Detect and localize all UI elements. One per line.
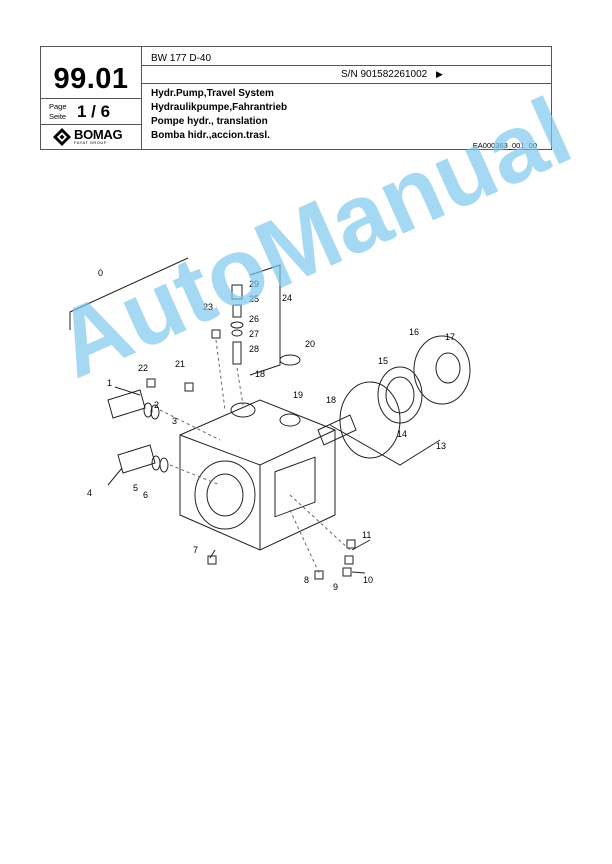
- pump-housing: [179, 399, 336, 551]
- callout-1: 1: [107, 378, 112, 388]
- machine-model: BW 177 D-40: [151, 53, 212, 64]
- header-rule: [141, 83, 551, 84]
- title-en: Hydr.Pump,Travel System: [151, 88, 274, 99]
- callout-20: 20: [305, 339, 315, 349]
- bomag-diamond-icon: [53, 128, 71, 146]
- document-reference: EA000363_001_00: [472, 141, 537, 150]
- title-es: Bomba hidr.,accion.trasl.: [151, 130, 270, 141]
- callout-9: 9: [333, 582, 338, 592]
- brand-name: BOMAG: [74, 127, 123, 142]
- o-ring-14: [339, 381, 401, 459]
- callout-17: 17: [445, 332, 455, 342]
- page-number: 1 / 6: [77, 102, 111, 121]
- plug-25: [232, 304, 242, 318]
- exploded-parts-diagram: 0 1 2 3 4 5 6 7 8 9 10 11 13 14 15 16 17…: [69, 257, 471, 592]
- plug-29: [231, 284, 243, 300]
- callout-25: 25: [249, 294, 259, 304]
- callout-11: 11: [362, 530, 371, 540]
- serial-number: S/N 901582261002 ▶: [341, 69, 443, 80]
- page-label-en: Page: [49, 102, 67, 111]
- leader-0: [69, 257, 189, 330]
- callout-10: 10: [363, 575, 373, 585]
- callout-23: 23: [203, 302, 213, 312]
- callout-22: 22: [138, 363, 148, 373]
- callout-16: 16: [409, 327, 419, 337]
- seal-15: [377, 366, 423, 424]
- callout-21: 21: [175, 359, 185, 369]
- callout-18a: 18: [255, 369, 265, 379]
- header-rule: [41, 98, 141, 99]
- callout-4: 4: [87, 488, 92, 498]
- plug-20: [279, 354, 301, 366]
- callout-6: 6: [143, 490, 148, 500]
- callout-13: 13: [436, 441, 446, 451]
- callout-14: 14: [397, 429, 407, 439]
- callout-29: 29: [249, 279, 259, 289]
- callout-26: 26: [249, 314, 259, 324]
- relief-valve-1: [107, 389, 146, 419]
- callout-19: 19: [293, 390, 303, 400]
- brand-subtitle: FAYAT GROUP: [74, 140, 107, 145]
- bomag-logo: BOMAG FAYAT GROUP: [53, 127, 137, 147]
- callout-3: 3: [172, 416, 177, 426]
- header-divider: [141, 47, 142, 149]
- callout-2: 2: [154, 400, 159, 410]
- title-fr: Pompe hydr., translation: [151, 116, 268, 127]
- callout-8: 8: [304, 575, 309, 585]
- section-number: 99.01: [53, 63, 129, 95]
- title-de: Hydraulikpumpe,Fahrantrieb: [151, 102, 288, 113]
- callout-28: 28: [249, 344, 259, 354]
- page-label-de: Seite: [49, 112, 67, 121]
- arrow-right-icon: ▶: [435, 69, 443, 79]
- callout-7: 7: [193, 545, 198, 555]
- callout-5: 5: [133, 483, 138, 493]
- cover-16: [413, 335, 471, 405]
- serial-text: S/N 901582261002: [341, 69, 428, 80]
- callout-27: 27: [249, 329, 259, 339]
- callout-0: 0: [98, 268, 103, 278]
- callout-24: 24: [282, 293, 292, 303]
- header-rule: [41, 124, 141, 125]
- relief-valve-4: [117, 444, 156, 474]
- callout-18b: 18: [326, 395, 336, 405]
- document-header: BW 177 D-40 S/N 901582261002 ▶ 99.01 Pag…: [40, 46, 552, 150]
- header-rule: [141, 65, 551, 66]
- callout-15: 15: [378, 356, 388, 366]
- valve-28: [232, 341, 242, 365]
